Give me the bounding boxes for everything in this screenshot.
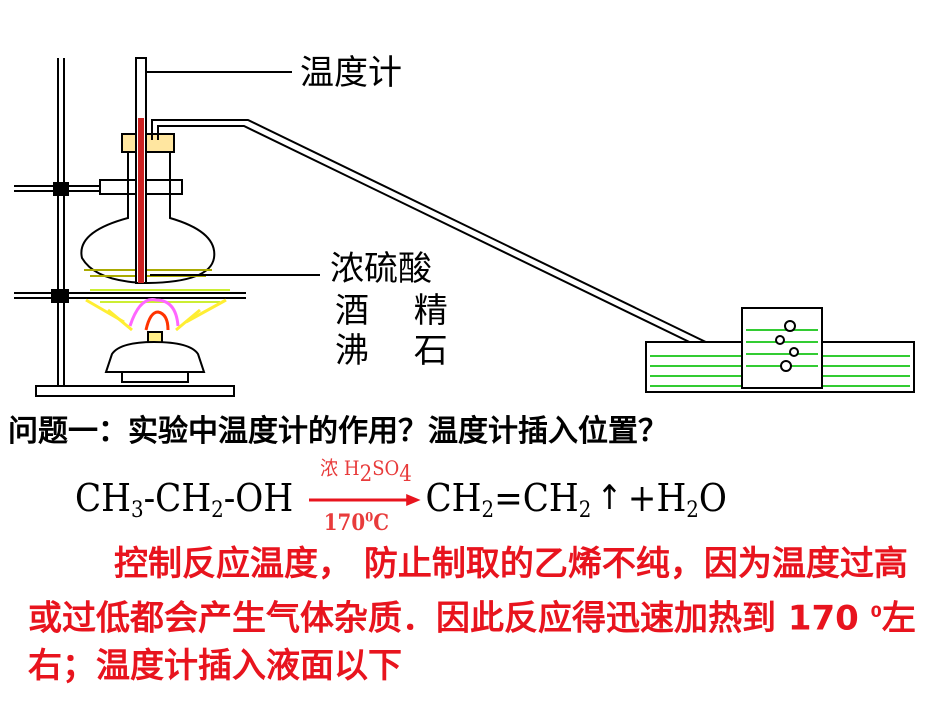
alcohol-label: 酒 精 [335, 291, 448, 331]
answer-text: 控制反应温度， 防止制取的乙烯不纯，因为温度过高或过低都会产生气体杂质．因此反应… [28, 544, 916, 687]
product-ethylene: CH2=CH2 [425, 476, 592, 523]
thermometer [135, 57, 292, 284]
boiling-stone-label: 沸 石 [335, 331, 448, 371]
apparatus-diagram [14, 57, 915, 397]
flask [80, 148, 216, 285]
chemical-equation: CH3-CH2-OH 浓 H2SO4 1700C CH2=CH2↑+H2O [75, 456, 727, 544]
reaction-condition-top: 浓 H2SO4 [320, 456, 412, 487]
iron-stand [35, 58, 235, 397]
collecting-jar [741, 307, 823, 389]
gas-up-arrow-icon: ↑ [596, 478, 623, 518]
wire-gauze [90, 289, 230, 303]
answer-temperature: 170 [787, 598, 859, 639]
alcohol-lamp [104, 331, 206, 383]
product-water: +H2O [627, 476, 727, 523]
arrow-icon [309, 494, 421, 506]
delivery-tube [151, 119, 781, 385]
reactant: CH3-CH2-OH [75, 476, 294, 523]
acid-label: 浓硫酸 [330, 249, 432, 289]
stopper [121, 133, 175, 153]
clamp [14, 179, 183, 196]
question-text: 问题一：实验中温度计的作用？温度计插入位置？ [8, 414, 668, 449]
answer-degree: 0 [870, 602, 882, 621]
thermometer-label: 温度计 [300, 53, 402, 93]
reaction-condition-bottom: 1700C [323, 510, 390, 536]
reaction-arrow: 浓 H2SO4 1700C [309, 456, 421, 536]
ring-support [14, 289, 246, 303]
flame [85, 298, 227, 332]
